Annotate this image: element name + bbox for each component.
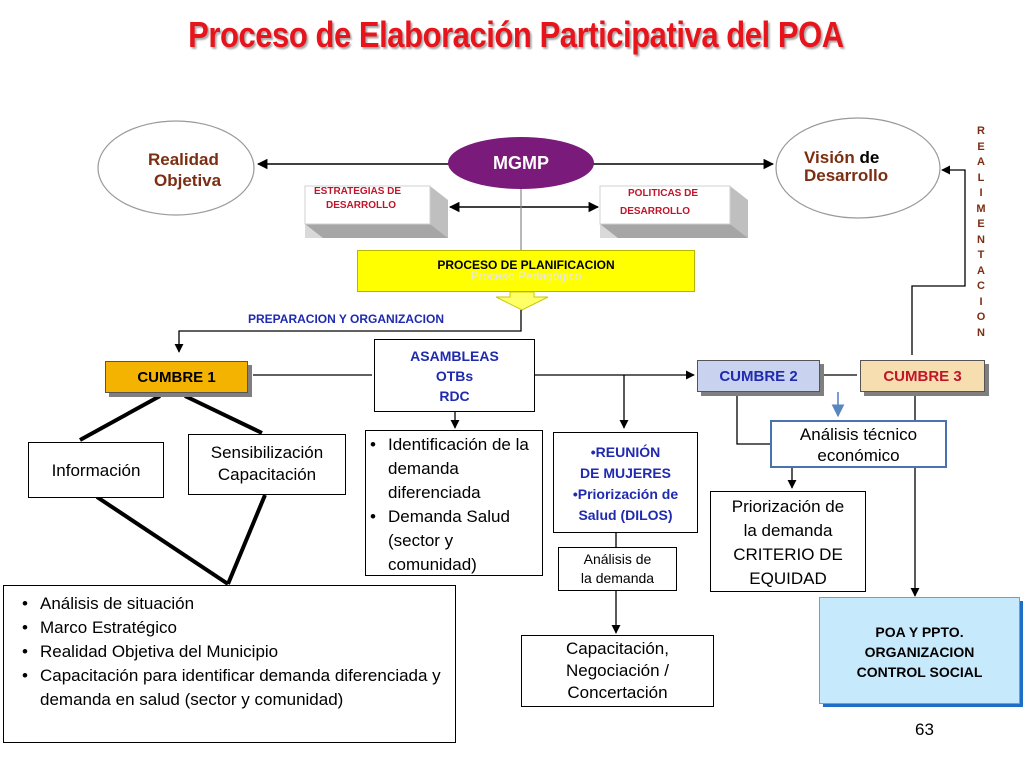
poa-line1: POA Y PPTO. <box>875 624 964 640</box>
identificacion-item: Demanda Salud (sector y comunidad) <box>366 505 538 577</box>
preparacion-label: PREPARACION Y ORGANIZACION <box>248 312 445 326</box>
identificacion-item: Identificación de la demanda diferenciad… <box>366 433 538 505</box>
poa-line3: CONTROL SOCIAL <box>856 664 983 680</box>
reunion-box: •REUNIÓN DE MUJERES •Priorización de Sal… <box>553 432 698 533</box>
planificacion-label: PROCESO DE PLANIFICACION <box>437 258 615 272</box>
realimentacion-letter: A <box>977 156 985 168</box>
analisis-demanda-box: Análisis de la demanda <box>558 547 677 591</box>
cumbre1-informacion-line <box>79 394 161 442</box>
analisis-tecnico-box: Análisis técnico económico <box>770 420 947 468</box>
realidad-ellipse <box>97 120 255 216</box>
realimentacion-letter: E <box>977 140 985 153</box>
vision-word2: de <box>859 148 880 167</box>
analisis-tecnico-line1: Análisis técnico <box>799 425 918 444</box>
asambleas-line1: ASAMBLEAS <box>410 348 499 364</box>
realimentacion-letter: C <box>977 280 985 292</box>
capacitacion-line3: Concertación <box>567 683 668 702</box>
politicas-label: POLITICAS DE DESARROLLO <box>606 185 698 221</box>
politicas-line2: DESARROLLO <box>620 206 690 217</box>
list-item: Realidad Objetiva del Municipio <box>18 640 447 664</box>
vision-line2: Desarrollo <box>804 166 889 185</box>
list-item: Capacitación para identificar demanda di… <box>18 664 447 712</box>
realimentacion-letter: L <box>977 171 985 184</box>
realimentacion-letter: O <box>976 311 986 323</box>
realidad-label: Realidad Objetiva <box>148 149 221 191</box>
capacitacion-line2: Negociación / <box>565 661 669 680</box>
realimentacion-letter: E <box>977 218 985 230</box>
sensibilizacion-line2: Capacitación <box>217 465 317 484</box>
realimentacion-letter: T <box>977 249 985 261</box>
realimentacion-letter: A <box>977 264 985 277</box>
asambleas-box: ASAMBLEAS OTBs RDC <box>374 339 535 412</box>
priorizacion-line1: Priorización de <box>731 497 845 516</box>
vision-word1: Visión <box>804 148 855 167</box>
analisis-demanda-line1: Análisis de <box>583 551 652 567</box>
realimentacion-letter: R <box>977 125 985 137</box>
realimentacion-letter: M <box>976 202 986 215</box>
list-item: Análisis de situación <box>18 592 447 616</box>
planificacion-box: PROCESO DE PLANIFICACION Proceso Pedagóg… <box>357 250 695 292</box>
estrategias-label: ESTRATEGIAS DE DESARROLLO <box>314 185 401 213</box>
identificacion-list: Identificación de la demanda diferenciad… <box>366 433 538 577</box>
cumbre-1: CUMBRE 1 <box>105 361 248 393</box>
realimentacion-letter: I <box>979 295 983 308</box>
reunion-line2: DE MUJERES <box>579 465 672 481</box>
list-item: Marco Estratégico <box>18 616 447 640</box>
identificacion-box: Identificación de la demanda diferenciad… <box>365 430 543 576</box>
analisis-situacion-list: Análisis de situación Marco Estratégico … <box>10 592 447 712</box>
analisis-tecnico-line2: económico <box>817 446 900 465</box>
reunion-line1: •REUNIÓN <box>590 444 661 460</box>
planificacion-ghost-text: Proceso Pedagógico <box>470 269 582 283</box>
mgmp-node: MGMP <box>448 137 594 189</box>
asambleas-line2: OTBs <box>435 368 474 384</box>
reunion-line3: •Priorización de <box>572 486 679 502</box>
politicas-line1: POLITICAS DE <box>628 188 699 199</box>
capacitacion-line1: Capacitación, <box>565 639 669 658</box>
realimentacion-letter: N <box>977 233 985 246</box>
realimentacion-letter: I <box>979 187 983 199</box>
plan-down-arrow <box>495 291 549 311</box>
capacitacion-box: Capacitación, Negociación / Concertación <box>521 635 714 707</box>
vision-ellipse <box>775 117 941 219</box>
sensibilizacion-box: Sensibilización Capacitación <box>188 434 346 495</box>
priorizacion-line4: EQUIDAD <box>749 569 827 588</box>
estrategias-line1: ESTRATEGIAS DE <box>314 186 402 197</box>
preparacion-connector <box>174 310 522 353</box>
priorizacion-line2: la demanda <box>743 521 833 540</box>
informacion-list-line <box>95 495 230 586</box>
cumbre1-sensibilizacion-line <box>184 394 263 435</box>
realidad-line2: Objetiva <box>154 171 222 190</box>
informacion-box: Información <box>28 442 164 498</box>
poa-line2: ORGANIZACION <box>864 644 975 660</box>
politicas-3d-box <box>599 185 748 238</box>
priorizacion-box: Priorización de la demanda CRITERIO DE E… <box>710 491 866 592</box>
analisis-situacion-list-box: Análisis de situación Marco Estratégico … <box>3 585 456 743</box>
poa-box: POA Y PPTO. ORGANIZACION CONTROL SOCIAL <box>819 597 1020 704</box>
realimentacion-letter: N <box>977 326 985 339</box>
sensibilizacion-line1: Sensibilización <box>210 443 324 462</box>
estrategias-line2: DESARROLLO <box>326 200 396 211</box>
realimentacion-loop <box>911 165 966 355</box>
vision-label: Visión de Desarrollo <box>804 149 888 185</box>
page-title: Proceso de Elaboración Participativa del… <box>188 14 844 55</box>
cumbre-3: CUMBRE 3 <box>860 360 985 392</box>
page-number: 63 <box>915 720 934 739</box>
sensibilizacion-list-line <box>226 494 267 585</box>
asambleas-line3: RDC <box>439 388 470 404</box>
estrategias-3d-box <box>304 185 448 238</box>
analisis-demanda-line2: la demanda <box>580 570 655 586</box>
cumbre-2: CUMBRE 2 <box>697 360 820 392</box>
reunion-line4: Salud (DILOS) <box>578 507 673 523</box>
realidad-line1: Realidad <box>148 150 219 169</box>
priorizacion-line3: CRITERIO DE <box>733 545 843 564</box>
